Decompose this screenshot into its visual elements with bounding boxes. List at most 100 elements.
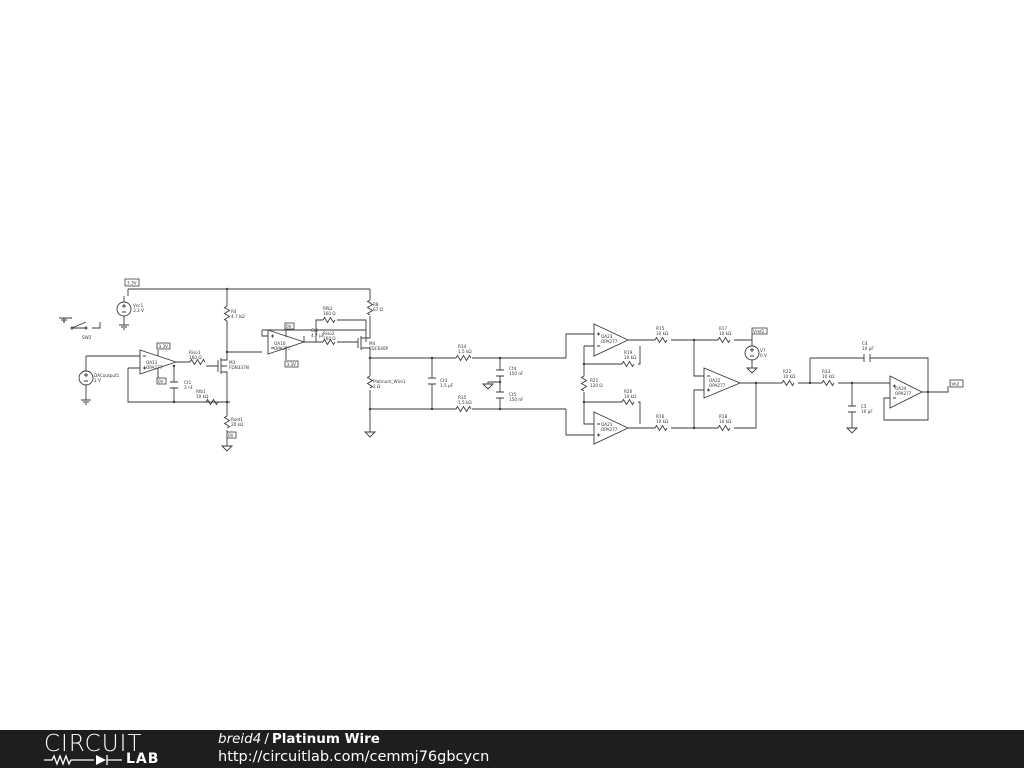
resistor-r18: [717, 424, 731, 432]
mosfets: [217, 336, 371, 374]
rfb2-value: 160 Ω: [323, 311, 336, 316]
m3-name: M3: [229, 360, 236, 365]
r33-name: R33: [822, 369, 831, 374]
resistor-r35: [455, 405, 472, 413]
mosfet-m4: [356, 336, 371, 350]
capacitor-ct1: [170, 381, 178, 389]
oa10-name: OA10: [274, 341, 286, 346]
v7-value: 0 V: [760, 353, 767, 358]
net-tags: 3.3V 3.3V 0V 0V 3.3V 0V Vref2 Vo2: [124, 278, 964, 439]
rset1-value: 20 kΩ: [231, 422, 244, 427]
opamp-oa24: [889, 375, 924, 409]
resistor-riso2: [322, 338, 336, 346]
dac-value: 2 V: [94, 378, 101, 383]
resistor-riso1: [189, 358, 206, 366]
junction-dots: [172, 287, 930, 430]
resistor-r4: [223, 305, 231, 322]
sources: [70, 301, 760, 386]
r33-value: 10 kΩ: [822, 374, 835, 379]
oa10-gnd-tag: 0V: [286, 324, 292, 329]
r22-value: 10 kΩ: [783, 374, 796, 379]
resistor-r22: [781, 379, 795, 387]
r8-name: R8: [373, 302, 379, 307]
r20-value: 10 kΩ: [624, 394, 637, 399]
capacitor-ct4: [496, 369, 504, 377]
grounds: [59, 317, 859, 452]
r16-value: 10 kΩ: [656, 419, 669, 424]
switch-sw2: [71, 321, 87, 329]
mosfet-m3: [217, 356, 228, 374]
resistor-r19: [621, 360, 635, 368]
platinum-wire-name: Platinum_Wire1: [373, 379, 406, 384]
resistor-r16: [654, 424, 668, 432]
vcc-tag: 3.3V: [127, 281, 137, 286]
resistor-r34: [455, 354, 472, 362]
vo2-tag: Vo2: [952, 381, 960, 386]
capacitor-ct3: [428, 377, 436, 385]
r35-name: R35: [458, 395, 467, 400]
r21-name: R21: [590, 378, 599, 383]
capacitor-c4: [863, 354, 871, 362]
oa11-part: OPA277: [146, 365, 163, 370]
riso2-value: 160 Ω: [323, 336, 336, 341]
m4-name: M4: [369, 341, 376, 346]
capacitor-c5: [848, 405, 856, 413]
r18-name: R18: [719, 414, 728, 419]
ct2-name: Ct2: [311, 328, 319, 333]
path-separator: /: [264, 731, 269, 747]
r35-value: 1.5 kΩ: [458, 400, 472, 405]
rset-gnd-tag: 0V: [228, 433, 234, 438]
author-link[interactable]: breid4: [218, 731, 262, 747]
r34-value: 1.5 kΩ: [458, 349, 472, 354]
v7-name: V7: [760, 348, 766, 353]
opamp-oa21: [593, 411, 630, 445]
r34-name: R34: [458, 344, 467, 349]
rfb1-value: 10 kΩ: [196, 394, 209, 399]
riso1-value: 160 Ω: [189, 355, 202, 360]
r19-value: 10 kΩ: [624, 355, 637, 360]
resistor-r20: [621, 398, 635, 406]
m4-part: FDC640P: [369, 346, 389, 351]
opamp-oa22: [703, 367, 742, 399]
oa22-name: OA22: [709, 378, 721, 383]
resistor-r17: [717, 336, 731, 344]
source-v7: [744, 345, 760, 361]
ct5-value: 150 nF: [509, 397, 524, 402]
capacitors: [170, 336, 871, 413]
rfb2-name: Rfb2: [323, 306, 333, 311]
r8-value: 67 Ω: [373, 307, 384, 312]
source-vcc1: [116, 301, 132, 317]
r16-name: R16: [656, 414, 665, 419]
ct4-name: Ct4: [509, 366, 517, 371]
source-dac: [78, 370, 94, 386]
resistor-platinum-wire: [366, 375, 374, 389]
r18-value: 10 kΩ: [719, 419, 732, 424]
oa11-vcc-tag: 3.3V: [159, 344, 169, 349]
circuit-url[interactable]: http://circuitlab.com/cemmj76gbcycn: [218, 749, 490, 765]
oa11-gnd-tag: 0V: [158, 379, 164, 384]
rset1-name: Rset1: [231, 417, 243, 422]
r17-name: R17: [719, 326, 728, 331]
c5-value: 10 µF: [861, 409, 873, 414]
circuit-schematic: 3.3V 3.3V 0V 0V 3.3V 0V Vref2 Vo2 Vcc1 3…: [59, 278, 964, 452]
resistor-rfb1: [205, 398, 219, 406]
schematic-canvas[interactable]: 3.3V 3.3V 0V 0V 3.3V 0V Vref2 Vo2 Vcc1 3…: [0, 0, 1024, 730]
resistor-rset1: [223, 415, 231, 429]
wires: [63, 288, 949, 446]
oa10-vcc-tag: 3.3V: [287, 362, 297, 367]
capacitor-ct5: [496, 391, 504, 399]
circuit-title-line: breid4/Platinum Wire: [218, 731, 489, 748]
ct3-name: Ct3: [440, 378, 448, 383]
circuit-title[interactable]: Platinum Wire: [271, 731, 380, 747]
c4-value: 10 µF: [862, 346, 874, 351]
oa10-part: OPA277: [274, 346, 291, 351]
circuitlab-logo[interactable]: CIRCUIT LAB: [44, 733, 184, 767]
vcc1-value: 3.3 V: [133, 308, 144, 313]
rfb1-name: Rfb1: [196, 389, 206, 394]
r4-name: R4: [231, 309, 237, 314]
oa24-name: OA24: [895, 386, 907, 391]
oa23-name: OA23: [601, 334, 613, 339]
ct4-value: 150 nF: [509, 371, 524, 376]
oa21-name: OA21: [601, 422, 613, 427]
r20-name: R20: [624, 389, 633, 394]
